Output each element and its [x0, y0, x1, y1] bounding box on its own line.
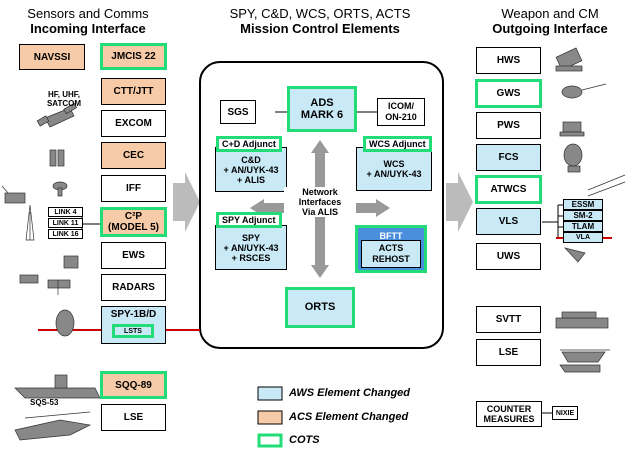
legend-swatch-aws — [257, 386, 283, 401]
uws-box: UWS — [476, 243, 541, 270]
equipment-icons-right — [555, 47, 626, 373]
ads-mark6-box: ADS MARK 6 — [287, 86, 357, 132]
sgs-box: SGS — [220, 100, 256, 124]
cec-box: CEC — [101, 142, 166, 169]
jmcis-box: JMCIS 22 — [100, 43, 167, 70]
link-4-box: LINK 4 — [48, 207, 83, 217]
fcs-box: FCS — [476, 144, 541, 171]
wcs-box: WCS + AN/UYK-43 — [356, 147, 432, 191]
ctt-jtt-box: CTT/JTT — [101, 78, 166, 105]
excom-box: EXCOM — [101, 110, 166, 137]
vls-box: VLS — [476, 208, 541, 235]
counter-measures-box: COUNTER MEASURES — [476, 401, 542, 427]
legend-aws-label: AWS Element Changed — [289, 387, 411, 399]
svtt-box: SVTT — [476, 306, 541, 333]
header-right-line1: Weapon and CM — [501, 6, 599, 21]
essm-box: ESSM — [563, 199, 603, 210]
header-center-line2: Mission Control Elements — [240, 21, 400, 36]
cd-adjunct-tag: C+D Adjunct — [216, 136, 282, 152]
iff-box: IFF — [101, 175, 166, 202]
flow-arrow-right — [446, 172, 473, 232]
legend-acs-label: ACS Element Changed — [289, 411, 409, 423]
header-center-line1: SPY, C&D, WCS, ORTS, ACTS — [229, 6, 411, 21]
header-left-line1: Sensors and Comms — [27, 6, 149, 21]
tlam-box: TLAM — [563, 221, 603, 232]
legend-swatch-acs — [257, 410, 283, 425]
lse-left-box: LSE — [101, 404, 166, 431]
link-16-box: LINK 16 — [48, 229, 83, 239]
sm2-box: SM-2 — [563, 210, 603, 221]
hf-uhf-satcom-label: HF, UHF, SATCOM — [46, 90, 82, 108]
spy-box: SPY + AN/UYK-43 + RSCES — [215, 225, 287, 270]
gws-box: GWS — [475, 79, 542, 108]
icom-box: ICOM/ ON-210 — [377, 98, 425, 126]
network-label: Network Interfaces Via ALIS — [284, 187, 356, 217]
pws-box: PWS — [476, 112, 541, 139]
nixie-box: NIXIE — [552, 406, 578, 420]
atwcs-box: ATWCS — [475, 175, 542, 204]
spy-adjunct-tag: SPY Adjunct — [216, 212, 282, 228]
radars-box: RADARS — [101, 274, 166, 301]
lsts-box: LSTS — [112, 324, 154, 338]
legend-cots-label: COTS — [289, 434, 320, 446]
flow-arrow-left — [173, 172, 200, 232]
orts-box: ORTS — [285, 287, 355, 328]
hws-box: HWS — [476, 47, 541, 74]
header-left: Sensors and Comms Incoming Interface — [8, 6, 168, 36]
link-11-box: LINK 11 — [48, 218, 83, 228]
equipment-icons-left — [1, 102, 101, 441]
header-center: SPY, C&D, WCS, ORTS, ACTS Mission Contro… — [190, 6, 450, 36]
c2p-box: C²P (MODEL 5) — [100, 207, 167, 237]
vla-box: VLA — [563, 232, 603, 243]
legend-swatch-cots — [257, 433, 283, 448]
acts-rehost-box: ACTS REHOST — [361, 240, 421, 268]
cd-box: C&D + AN/UYK-43 + ALIS — [215, 147, 287, 192]
ews-box: EWS — [101, 242, 166, 269]
lse-right-box: LSE — [476, 339, 541, 366]
sqq-89-box: SQQ-89 — [100, 371, 167, 399]
wcs-adjunct-tag: WCS Adjunct — [363, 136, 432, 152]
header-left-line2: Incoming Interface — [30, 21, 146, 36]
sqs-53-label: SQS-53 — [30, 398, 59, 407]
navssi-box: NAVSSI — [19, 44, 85, 70]
header-right: Weapon and CM Outgoing Interface — [470, 6, 630, 36]
header-right-line2: Outgoing Interface — [492, 21, 608, 36]
